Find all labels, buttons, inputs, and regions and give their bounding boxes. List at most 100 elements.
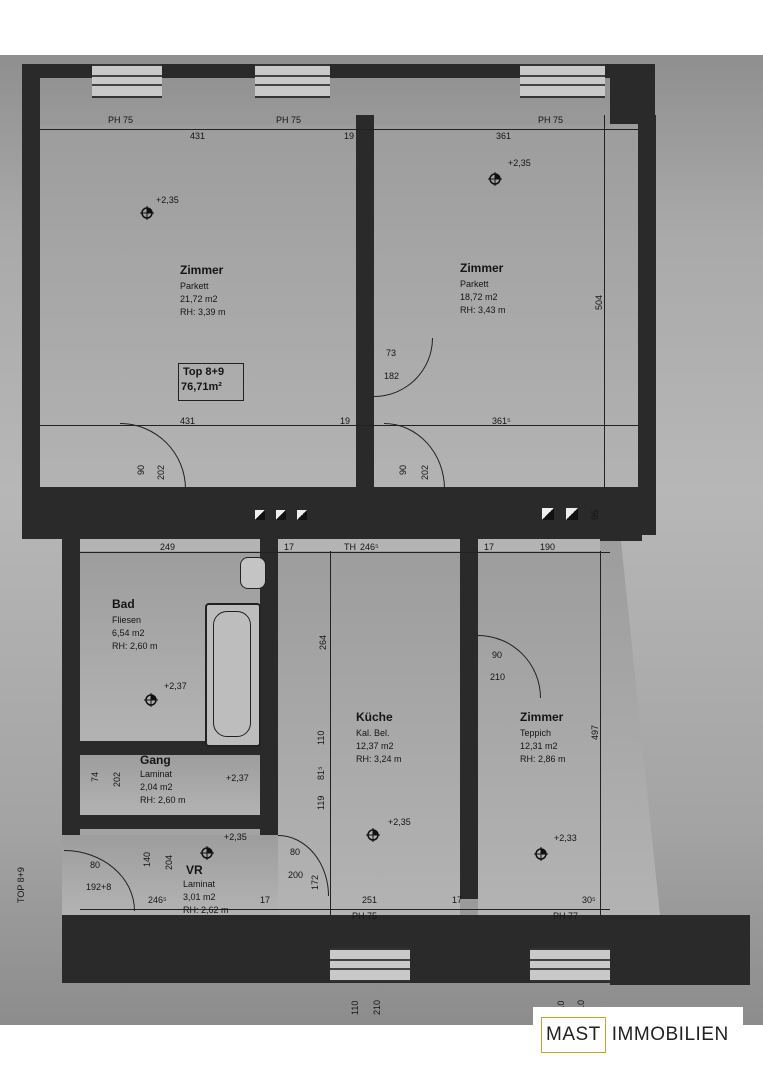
dim-side-504: 504 <box>594 294 604 310</box>
dim-bot-17b: 17 <box>452 895 463 905</box>
zimmer1-area: 21,72 m2 <box>180 294 218 304</box>
level-zimmer1: +2,35 <box>156 195 179 205</box>
gang-height: RH: 2,60 m <box>140 795 186 805</box>
zimmer1-name: Zimmer <box>180 263 224 277</box>
dim-door-73: 73 <box>386 348 397 358</box>
dim-wall-17b: 17 <box>484 542 495 552</box>
bad-area: 6,54 m2 <box>112 628 145 638</box>
ph-top-right: PH 75 <box>538 115 564 125</box>
dim-vr-140: 140 <box>142 851 152 867</box>
level-marker-icon <box>488 172 502 186</box>
ph-bottom-right: PH 77 <box>553 911 579 921</box>
level-zimmer2: +2,35 <box>508 158 531 168</box>
gang-floor: Laminat <box>140 769 173 779</box>
dim-line-z3 <box>600 551 601 915</box>
dim-d1-h: 202 <box>156 464 166 480</box>
dim-side-95: 95 <box>590 509 600 520</box>
dim-win-210: 210 <box>372 999 382 1015</box>
dim-wall-17a: 17 <box>284 542 295 552</box>
dim-mid-19: 19 <box>340 416 351 426</box>
bad-name: Bad <box>112 597 135 611</box>
dim-d2-h: 202 <box>420 464 430 480</box>
washbasin <box>240 557 266 589</box>
wall-rooms-divider <box>356 115 374 487</box>
wall-right-lower <box>600 527 642 541</box>
vent-1 <box>255 510 265 520</box>
dim-line-bottom <box>80 909 610 910</box>
wall-top <box>38 64 650 78</box>
dim-vr-204: 204 <box>164 854 174 870</box>
dim-bot-246: 246⁵ <box>148 895 167 905</box>
dim-z3-w: 190 <box>540 542 556 552</box>
vr-area: 3,01 m2 <box>183 892 216 902</box>
level-bad: +2,37 <box>164 681 187 691</box>
ph-top-left: PH 75 <box>108 115 134 125</box>
unit-label: Top 8+9 <box>183 366 225 378</box>
kueche-floor: Kal. Bel. <box>356 728 390 738</box>
vent-4 <box>542 508 554 520</box>
window-bottom-1 <box>330 948 410 982</box>
vent-2 <box>276 510 286 520</box>
dim-door-210: 210 <box>490 672 506 682</box>
dim-k-81: 81⁵ <box>316 766 326 780</box>
floor-plan: PH 75 PH 75 PH 75 PH 75 PH 77 431 19 361… <box>0 55 763 1025</box>
ph-top-mid: PH 75 <box>276 115 302 125</box>
level-marker-icon <box>534 847 548 861</box>
dim-bot-251: 251 <box>362 895 378 905</box>
wall-bath-right <box>260 539 278 839</box>
brand-logo: MAST IMMOBILIEN <box>533 1007 743 1062</box>
ph-bottom-mid: PH 75 <box>352 911 378 921</box>
dim-side-497: 497 <box>590 724 600 740</box>
dim-line-lower <box>80 552 610 553</box>
brand-part2: IMMOBILIEN <box>611 1023 729 1045</box>
gang-area: 2,04 m2 <box>140 782 173 792</box>
dim-mid-431: 431 <box>180 416 196 426</box>
room-gang <box>80 755 260 815</box>
brand-part1: MAST <box>546 1023 601 1045</box>
dim-gang-74: 74 <box>90 771 100 782</box>
dim-vr-200: 200 <box>288 870 304 880</box>
vr-name: VR <box>186 863 203 877</box>
dim-bot-17a: 17 <box>260 895 271 905</box>
level-vr: +2,35 <box>224 832 247 842</box>
dim-bot-30: 30⁵ <box>582 895 596 905</box>
dim-vr-80a: 80 <box>90 860 101 870</box>
dim-top-361: 361 <box>496 131 512 141</box>
dim-mid-361: 361⁵ <box>492 416 511 426</box>
dim-kueche-w: 246⁵ <box>360 542 379 552</box>
brand-mark: MAST <box>541 1016 606 1053</box>
bad-height: RH: 2,60 m <box>112 641 158 651</box>
kueche-area: 12,37 m2 <box>356 741 394 751</box>
vent-5 <box>566 508 578 520</box>
dim-top-431: 431 <box>190 131 206 141</box>
zimmer3-area: 12,31 m2 <box>520 741 558 751</box>
wall-top-right-block <box>610 64 655 124</box>
dim-d1-w: 90 <box>136 464 146 475</box>
zimmer2-floor: Parkett <box>460 279 489 289</box>
dim-line-kueche <box>330 551 331 915</box>
room-zimmer-2 <box>374 125 638 487</box>
dim-k-110: 110 <box>316 730 326 745</box>
kueche-name: Küche <box>356 710 393 724</box>
room-zimmer-3-slant <box>600 541 660 915</box>
dim-d2-w: 90 <box>398 464 408 475</box>
zimmer3-floor: Teppich <box>520 728 552 738</box>
kueche-height: RH: 3,24 m <box>356 754 402 764</box>
level-marker-icon <box>144 693 158 707</box>
level-zimmer3: +2,33 <box>554 833 577 843</box>
wall-left <box>22 64 40 524</box>
vr-height: RH: 2,62 m <box>183 905 229 915</box>
dim-line-mid <box>40 425 638 426</box>
bathtub-inner <box>213 611 251 737</box>
window-bottom-2 <box>530 948 610 982</box>
zimmer2-name: Zimmer <box>460 261 504 275</box>
dim-win-110a: 110 <box>350 1000 360 1015</box>
wall-right <box>638 115 656 535</box>
window-top-2 <box>255 64 330 98</box>
bad-floor: Fliesen <box>112 615 142 625</box>
dim-line-right <box>604 115 605 487</box>
dim-vr-172: 172 <box>310 874 320 890</box>
dim-line-top <box>40 129 638 130</box>
dim-vr-80b: 80 <box>290 847 301 857</box>
dim-k-264: 264 <box>318 634 328 650</box>
